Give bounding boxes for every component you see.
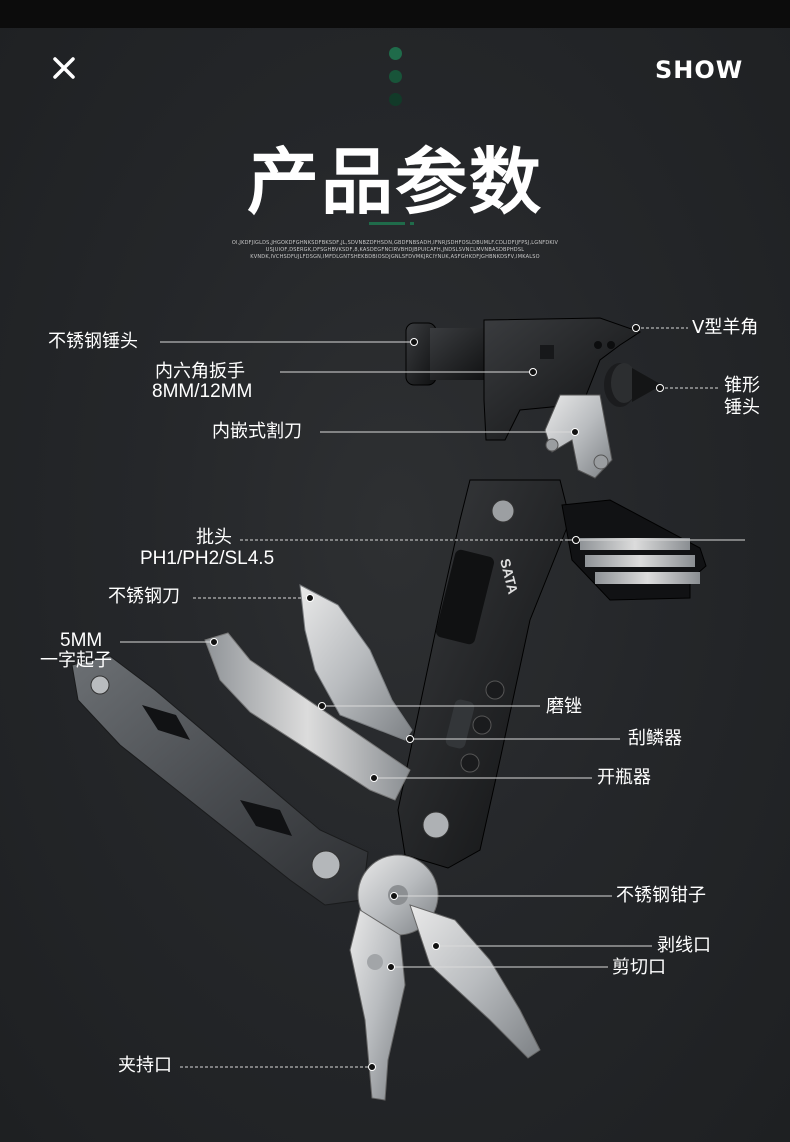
fine-print: OI,JKDFJIGLDS,JHGOKDFGHNKSDFBKSDF,JL,SDV… [230,240,560,261]
label-bit-types: PH1/PH2/SL4.5 [140,548,275,569]
label-v-claw: V型羊角 [692,317,759,338]
main-handle [397,479,571,869]
label-scale-remover: 刮鳞器 [628,728,682,749]
bit-holder [561,499,707,601]
label-hex-sizes: 8MM/12MM [152,381,253,402]
hammer-head [405,317,662,441]
title-underline [369,222,405,225]
label-clamp: 夹持口 [118,1055,172,1076]
label-stainless-pliers: 不锈钢钳子 [616,885,706,906]
fine-print-line-3: KVNDK,IVCHSDFUJLFDSGN,IMFDLGNTSHEKBDBIOS… [250,254,540,260]
leader-lines [120,327,745,1068]
label-inset-cutter: 内嵌式割刀 [212,421,302,442]
label-wire-stripper: 剥线口 [657,935,711,956]
label-flat-driver-2: 一字起子 [40,650,112,671]
file-blade [204,632,411,801]
pliers [349,854,541,1101]
label-cutter: 剪切口 [612,957,666,978]
label-cone-hammer-2: 锤头 [724,397,760,418]
label-hex-wrench: 内六角扳手 [155,361,245,382]
page-title: 产品参数 [246,140,543,224]
decorative-dots [385,47,405,113]
label-cone-hammer-1: 锥形 [724,375,760,396]
title-underline-dot [410,222,414,225]
label-file: 磨锉 [546,696,582,717]
label-bottle-opener: 开瓶器 [597,767,651,788]
top-bar [0,0,790,28]
leader-dots [210,324,664,1071]
label-stainless-hammer: 不锈钢锤头 [48,331,138,352]
label-bits: 批头 [196,527,232,548]
label-flat-driver-1: 5MM [60,630,103,651]
knife-blade [299,584,413,741]
fine-print-line-1: OI,JKDFJIGLDS,JHGOKDFGHNKSDFBKSDF,JL,SDV… [231,240,559,246]
show-button[interactable]: SHOW [655,56,744,84]
close-icon[interactable] [52,56,76,80]
label-stainless-knife: 不锈钢刀 [108,586,180,607]
fine-print-line-2: USJUIOF,DSERGK,DFSGHBVKSDF,8,KASDEGFNCIR… [265,247,525,253]
